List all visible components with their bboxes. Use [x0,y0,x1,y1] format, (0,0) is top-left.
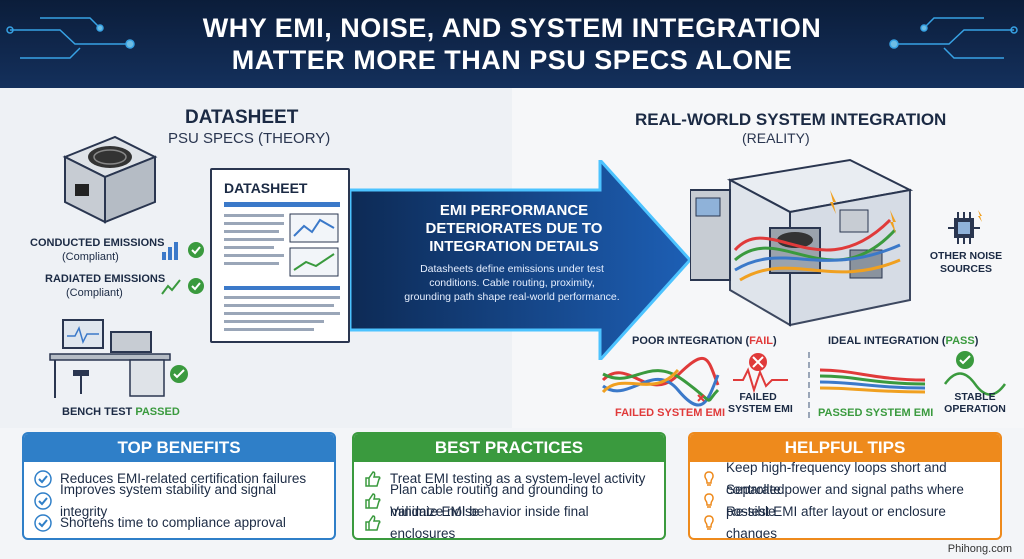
title-line-1: WHY EMI, NOISE, AND SYSTEM INTEGRATION [202,13,822,43]
ideal-integration-label: IDEAL INTEGRATION (PASS) [828,335,979,347]
passed-system-emi-label: PASSED SYSTEM EMI [818,407,934,419]
page-title: WHY EMI, NOISE, AND SYSTEM INTEGRATION M… [150,12,874,76]
integration-subheading: (REALITY) [742,130,810,146]
integration-heading: REAL-WORLD SYSTEM INTEGRATION [635,110,947,129]
thumbs-up-icon [365,471,381,487]
bench-status: PASSED [135,406,180,418]
conducted-status: (Compliant) [62,251,119,263]
datasheet-document: DATASHEET [210,168,350,343]
poor-integration-label: POOR INTEGRATION (FAIL) [632,335,777,347]
list-item: Validate EMI behavior inside final enclo… [364,504,654,538]
lightbulb-icon [704,515,714,530]
bench-test-label: BENCH TEST PASSED [62,406,180,418]
big-arrow-icon [350,160,690,360]
bench-icon [49,319,188,398]
divider [808,352,810,418]
datasheet-subheading: PSU SPECS (THEORY) [168,130,331,147]
footer-credit: Phihong.com [947,543,1012,555]
list-item: Re-test EMI after layout or enclosure ch… [700,504,990,538]
best-practices-title: BEST PRACTICES [354,434,664,462]
top-benefits-title: TOP BENEFITS [24,434,334,462]
psu-icon [62,135,158,224]
thumbs-up-icon [365,515,381,531]
circuit-right-icon [889,17,1018,59]
lightbulb-icon [704,471,714,486]
list-item: Treat EMI testing as a system-level acti… [364,468,654,490]
neat-cable-icon [819,351,1007,396]
enclosure-icon [690,158,914,327]
top-benefits-panel: TOP BENEFITS Reduces EMI-related certifi… [22,432,336,540]
conducted-emissions-label: CONDUCTED EMISSIONS [30,237,165,249]
thumbs-up-icon [365,493,381,509]
list-item: Separate power and signal paths where po… [700,482,990,519]
datasheet-heading: DATASHEET [185,107,299,128]
list-item: Shortens time to compliance approval [34,512,324,534]
title-line-2: MATTER MORE THAN PSU SPECS ALONE [231,45,793,75]
check-icon [34,470,52,488]
chip-icon [948,210,982,244]
list-item: Plan cable routing and grounding to mini… [364,482,654,519]
datasheet-content-icon [224,202,340,331]
bar-graph-icon [162,242,204,260]
trend-graph-icon [161,278,204,295]
best-practices-panel: BEST PRACTICES Treat EMI testing as a sy… [352,432,666,540]
list-item: Keep high-frequency loops short and cont… [700,460,990,497]
tangled-cable-icon [601,353,788,407]
helpful-tips-title: HELPFUL TIPS [690,434,1000,462]
circuit-left-icon [6,17,135,59]
list-item: Improves system stability and signal int… [34,482,324,519]
list-item: Reduces EMI-related certification failur… [34,468,324,490]
radiated-emissions-label: RADIATED EMISSIONS [45,273,166,285]
lightbulb-icon [704,493,714,508]
check-icon [34,492,52,510]
helpful-tips-panel: HELPFUL TIPS Keep high-frequency loops s… [688,432,1002,540]
datasheet-doc-title: DATASHEET [224,180,308,196]
check-icon [34,514,52,532]
header-banner: WHY EMI, NOISE, AND SYSTEM INTEGRATION M… [0,0,1024,88]
failed-system-emi-label: FAILED SYSTEM EMI [615,407,726,419]
radiated-status: (Compliant) [66,287,123,299]
